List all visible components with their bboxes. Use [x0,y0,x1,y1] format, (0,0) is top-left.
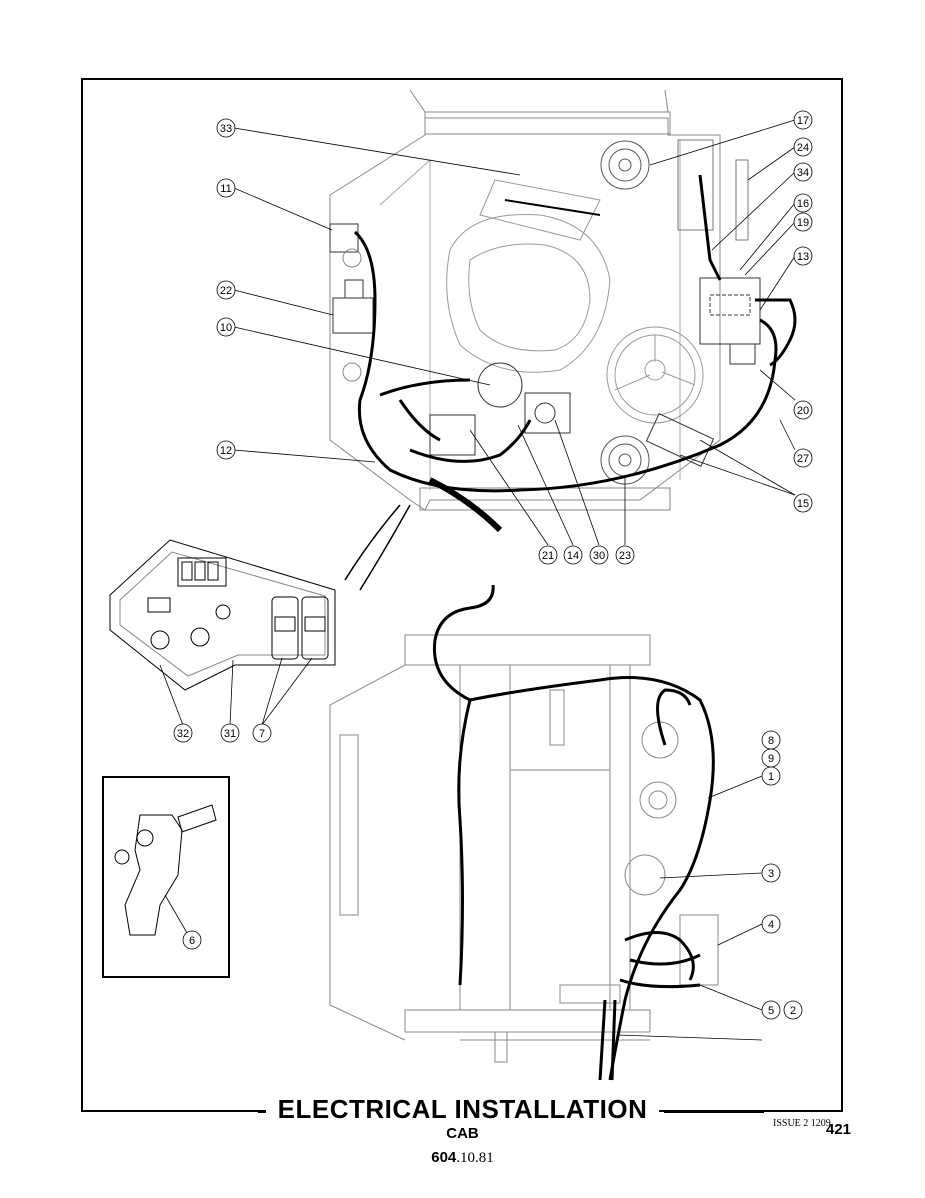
issue-label: ISSUE 2 1209 [773,1118,831,1129]
callout-34: 34 [793,162,813,182]
speaker-top [600,140,650,190]
title-rule-right [664,1111,764,1113]
steering-wheel [606,326,704,424]
page-number: 421 [826,1121,852,1138]
callout-7: 7 [252,723,272,743]
callout-label: 2 [790,1005,796,1017]
callout-5: 5 [761,1000,781,1020]
control-panel [109,539,336,691]
callout-label: 13 [797,251,809,263]
callout-label: 12 [220,445,232,457]
bracket-inset [102,776,230,978]
callout-label: 24 [797,142,809,154]
callout-30: 30 [589,545,609,565]
callout-21: 21 [538,545,558,565]
lower-harness [432,584,715,1081]
callout-11: 11 [216,178,236,198]
callout-10: 10 [216,317,236,337]
callout-label: 22 [220,285,232,297]
callout-22: 22 [216,280,236,300]
callout-label: 31 [224,728,236,740]
callout-label: 5 [768,1005,774,1017]
callout-label: 8 [768,735,774,747]
callout-label: 3 [768,868,774,880]
title-rule-left [258,1111,266,1113]
callout-9: 9 [761,748,781,768]
section-reference-rest: .10.81 [456,1150,494,1166]
callout-label: 1 [768,771,774,783]
callout-label: 27 [797,453,809,465]
left-components [329,223,715,467]
callout-label: 4 [768,919,774,931]
callout-13: 13 [793,246,813,266]
callout-label: 6 [189,935,195,947]
electrical-box [677,139,761,365]
callout-label: 14 [567,550,579,562]
callout-1: 1 [761,766,781,786]
callout-label: 16 [797,198,809,210]
callout-24: 24 [793,137,813,157]
callout-16: 16 [793,193,813,213]
callout-32: 32 [173,723,193,743]
callout-label: 10 [220,322,232,334]
callout-label: 11 [220,183,231,195]
callout-label: 19 [797,217,809,229]
callout-label: 30 [593,550,605,562]
callout-4: 4 [761,914,781,934]
callout-label: 17 [797,115,809,127]
page-title-text: ELECTRICAL INSTALLATION [265,1094,660,1124]
callout-8: 8 [761,730,781,750]
upper-harness [353,174,797,533]
callout-3: 3 [761,863,781,883]
callout-label: 21 [542,550,554,562]
callout-14: 14 [563,545,583,565]
page-title: ELECTRICAL INSTALLATION [0,1094,925,1125]
section-reference: 604.10.81 [0,1149,925,1167]
callout-12: 12 [216,440,236,460]
callout-leaders [159,119,796,1041]
callout-33: 33 [216,118,236,138]
callout-label: 33 [220,123,232,135]
callout-6: 6 [182,930,202,950]
callout-19: 19 [793,212,813,232]
section-reference-bold: 604 [431,1149,457,1166]
callout-20: 20 [793,400,813,420]
callout-label: 32 [177,728,189,740]
callout-2: 2 [783,1000,803,1020]
callout-label: 15 [797,498,809,510]
lower-cab-frame [329,634,719,1063]
callout-label: 23 [619,550,631,562]
callout-23: 23 [615,545,635,565]
callout-label: 9 [768,753,774,765]
callout-15: 15 [793,493,813,513]
callout-31: 31 [220,723,240,743]
callout-27: 27 [793,448,813,468]
operator-seat [446,179,611,373]
callout-label: 7 [259,728,265,740]
callout-label: 20 [797,405,809,417]
callout-label: 34 [797,167,809,179]
callout-17: 17 [793,110,813,130]
subtitle: CAB [446,1125,479,1142]
